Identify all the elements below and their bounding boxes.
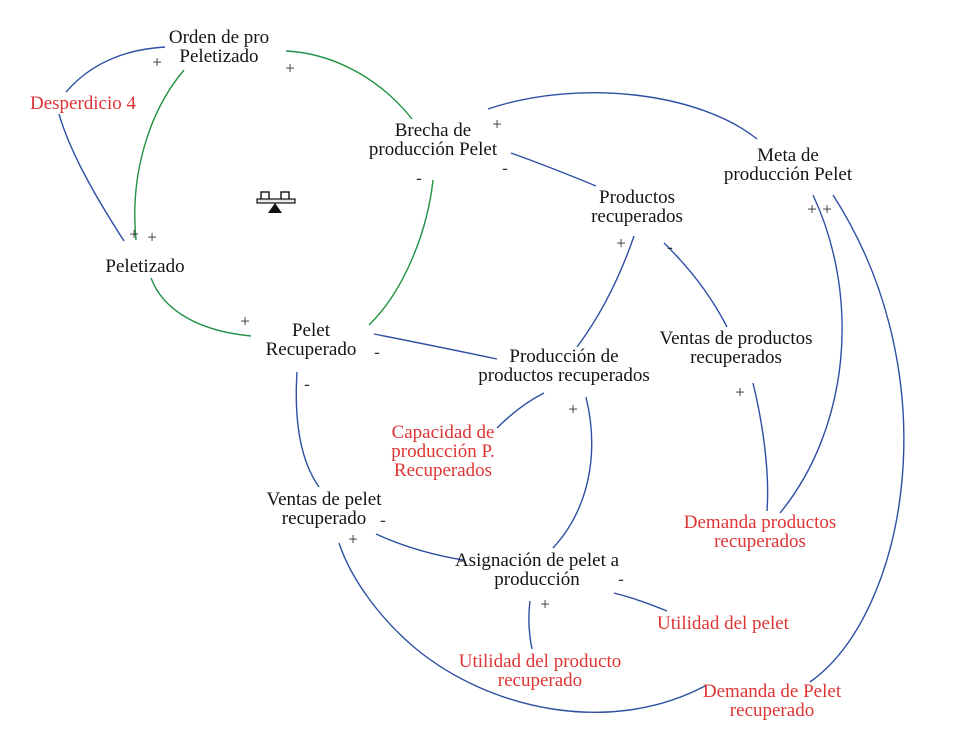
node-brecha-de-produccion-pelet: Brecha de producción Pelet: [369, 121, 497, 159]
link-brecha-to-orden: [285, 50, 413, 120]
link-ventas-productos-to-productos: [663, 242, 728, 328]
link-peletizado-to-pelet-recuperado: [150, 277, 252, 337]
link-meta-to-brecha: [487, 92, 758, 140]
node-line: recuperados: [591, 206, 683, 227]
node-ventas-de-productos-recuperados: Ventas de productos recuperados: [659, 329, 812, 367]
polarity-sign: +: [540, 594, 550, 614]
polarity-sign: +: [568, 399, 578, 419]
link-pelet-recuperado-to-brecha: [368, 179, 434, 326]
node-line: producción: [494, 569, 580, 590]
link-asignacion-to-ventas-pelet: [375, 533, 464, 561]
polarity-sign: -: [374, 342, 380, 362]
link-orden-to-peletizado: [134, 69, 185, 241]
polarity-sign: -: [416, 168, 422, 188]
node-productos-recuperados: Productos recuperados: [591, 188, 683, 226]
node-line: Brecha de: [394, 120, 472, 141]
node-line: Ventas de pelet: [266, 489, 382, 510]
node-line: Producción de: [509, 346, 619, 367]
link-desperdicio-to-peletizado: [58, 113, 125, 242]
link-demanda-productos-to-meta: [779, 194, 843, 514]
balancing-loop-icon: [256, 191, 296, 213]
node-line: Orden de pro: [168, 27, 270, 48]
polarity-sign: +: [616, 233, 626, 253]
node-line: Capacidad de: [391, 422, 495, 443]
node-line: Asignación de pelet a: [454, 550, 620, 571]
node-produccion-de-productos-recuperados: Producción de productos recuperados: [478, 347, 649, 385]
polarity-sign: -: [380, 510, 386, 530]
polarity-sign: -: [502, 158, 508, 178]
node-line: Meta de: [757, 145, 819, 166]
polarity-sign: +: [822, 199, 832, 219]
node-orden-de-pro-peletizado: Orden de pro Peletizado: [169, 28, 269, 66]
node-line: Productos: [599, 187, 675, 208]
link-utilidad-pelet-to-asignacion: [613, 592, 668, 612]
node-line: Demanda de Pelet: [702, 681, 842, 702]
node-demanda-productos-recuperados: Demanda productos recuperados: [684, 513, 836, 551]
node-utilidad-del-producto-recuperado: Utilidad del producto recuperado: [459, 652, 622, 690]
node-line: Peletizado: [179, 46, 259, 67]
polarity-sign: +: [285, 58, 295, 78]
node-line: Utilidad del pelet: [657, 613, 789, 634]
node-line: Peletizado: [105, 256, 185, 277]
node-ventas-de-pelet-recuperado: Ventas de pelet recuperado: [266, 490, 381, 528]
node-line: producción Pelet: [723, 164, 853, 185]
polarity-sign: -: [618, 569, 624, 589]
link-produccion-to-productos: [576, 235, 635, 348]
polarity-sign: -: [304, 374, 310, 394]
polarity-sign: +: [152, 52, 162, 72]
node-pelet-recuperado: Pelet Recuperado: [266, 321, 357, 359]
link-ventas-pelet-to-pelet-recuperado: [295, 371, 320, 488]
link-demanda-pelet-to-ventas-pelet: [338, 542, 706, 714]
link-utilidad-producto-to-asignacion: [528, 600, 533, 650]
node-meta-de-produccion-pelet: Meta de producción Pelet: [724, 146, 852, 184]
node-line: producción P.: [391, 441, 495, 462]
polarity-sign: +: [240, 311, 250, 331]
node-line: Recuperados: [393, 460, 493, 481]
link-desperdicio-to-orden: [65, 46, 166, 93]
link-productos-to-brecha: [510, 152, 597, 187]
link-demanda-productos-to-ventas-productos: [752, 382, 769, 512]
node-desperdicio-4: Desperdicio 4: [30, 94, 136, 113]
node-line: Utilidad del producto: [458, 651, 622, 672]
link-asignacion-to-produccion: [552, 396, 593, 549]
node-line: productos recuperados: [478, 365, 650, 386]
node-capacidad-de-produccion-p-recuperados: Capacidad de producción P. Recuperados: [391, 423, 494, 480]
node-line: producción Pelet: [368, 139, 498, 160]
polarity-sign: +: [147, 227, 157, 247]
node-line: Pelet: [291, 320, 330, 341]
polarity-sign: +: [492, 114, 502, 134]
polarity-sign: +: [129, 224, 139, 244]
node-line: recuperado: [729, 700, 815, 721]
polarity-sign: +: [735, 382, 745, 402]
polarity-sign: +: [348, 529, 358, 549]
link-produccion-to-pelet-recuperado: [373, 333, 498, 360]
node-line: Desperdicio 4: [29, 93, 137, 114]
node-line: recuperado: [497, 670, 583, 691]
node-line: recuperados: [714, 531, 806, 552]
node-line: Ventas de productos: [659, 328, 813, 349]
polarity-sign: +: [807, 199, 817, 219]
node-line: Recuperado: [265, 339, 357, 360]
node-asignacion-de-pelet-a-produccion: Asignación de pelet a producción: [455, 551, 619, 589]
node-line: Demanda productos: [683, 512, 837, 533]
link-capacidad-to-produccion: [496, 392, 545, 429]
node-demanda-de-pelet-recuperado: Demanda de Pelet recuperado: [703, 682, 841, 720]
node-peletizado: Peletizado: [105, 257, 184, 276]
node-utilidad-del-pelet: Utilidad del pelet: [657, 614, 789, 633]
link-demanda-pelet-to-meta: [809, 194, 905, 683]
node-line: recuperados: [690, 347, 782, 368]
polarity-sign: -: [667, 237, 673, 257]
node-line: recuperado: [281, 508, 367, 529]
